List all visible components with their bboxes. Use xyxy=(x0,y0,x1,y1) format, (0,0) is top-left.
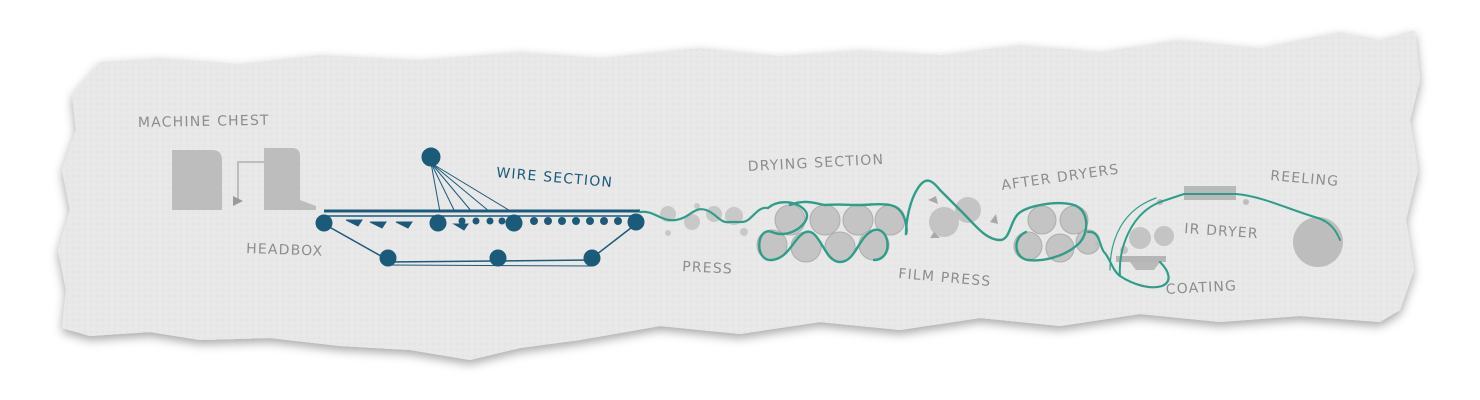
torn-paper-background xyxy=(58,30,1420,360)
press-small-roll-2 xyxy=(740,228,748,236)
press-small-roll xyxy=(694,203,700,209)
wire-belt-left-return xyxy=(323,223,389,261)
film-press-roll-2 xyxy=(955,197,981,223)
label-machine-chest: MACHINE CHEST xyxy=(138,113,270,131)
press-roll-2 xyxy=(684,214,700,230)
film-press-applicator-3 xyxy=(930,232,940,238)
paper-reel-icon xyxy=(1293,217,1343,267)
wire-roll-mid-2 xyxy=(505,214,523,232)
coating-pan xyxy=(1116,256,1166,262)
wire-fan-lines xyxy=(430,162,513,213)
label-coating: COATING xyxy=(1165,278,1237,298)
coating-station xyxy=(1095,226,1174,270)
after-dryers-cylinders xyxy=(1013,205,1101,263)
coating-roll-1 xyxy=(1129,227,1151,249)
breast-roll xyxy=(315,214,333,232)
headbox-icon xyxy=(264,148,316,210)
press-roll-4 xyxy=(725,207,743,225)
web-film-press-after-dryers xyxy=(904,179,1088,262)
coating-tray xyxy=(1130,262,1160,270)
wire-roll-mid xyxy=(429,214,447,232)
chest-pipe xyxy=(237,161,266,200)
wire-foils xyxy=(345,219,469,231)
paper-web xyxy=(638,179,1341,289)
label-headbox: HEADBOX xyxy=(246,241,324,260)
film-press xyxy=(928,196,998,238)
wire-section xyxy=(315,147,645,267)
small-suction-rolls xyxy=(458,217,622,225)
label-ir-dryer: IR DRYER xyxy=(1184,221,1260,242)
label-reeling: REELING xyxy=(1270,168,1340,190)
web-ir-to-reel xyxy=(1118,193,1341,277)
machine-chest xyxy=(172,148,316,210)
film-press-roll-1 xyxy=(929,207,959,237)
wire-bottom-roll-3 xyxy=(583,249,601,267)
pump-arrow-icon xyxy=(233,196,243,206)
web-coating-return xyxy=(1109,197,1157,271)
wire-belt-bottom xyxy=(387,259,593,263)
couch-roll xyxy=(627,213,645,231)
web-through-press xyxy=(638,206,770,224)
reeling xyxy=(1293,217,1343,267)
wire-top-roll xyxy=(421,147,441,167)
machine-chest-tank-icon xyxy=(172,150,222,210)
press-small-roll-3 xyxy=(665,230,671,236)
film-press-applicator-2 xyxy=(990,214,998,224)
wire-belt-bottom-2 xyxy=(387,264,593,267)
label-press: PRESS xyxy=(682,259,734,278)
wire-bottom-roll-2 xyxy=(489,249,507,267)
web-drying-serpentine xyxy=(758,200,908,264)
press-section xyxy=(660,203,748,236)
label-drying-section: DRYING SECTION xyxy=(747,152,884,175)
film-press-applicator-1 xyxy=(928,196,938,204)
wire-belt-right-return xyxy=(591,223,637,259)
coating-roll-2 xyxy=(1154,226,1174,246)
wire-bottom-roll-1 xyxy=(379,249,397,267)
